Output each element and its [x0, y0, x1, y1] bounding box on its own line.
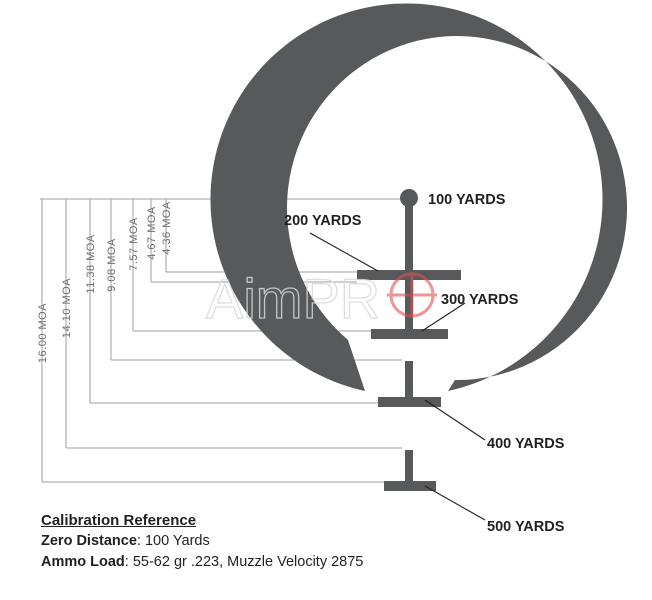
crossbar-400-yards: [378, 397, 441, 407]
moa-label-11-38: 11.38 MOA: [85, 234, 97, 293]
label-200-yards: 200 YARDS: [284, 213, 362, 229]
label-500-yards: 500 YARDS: [487, 519, 565, 535]
leader-300: [421, 302, 466, 332]
leader-200: [309, 232, 379, 272]
vertical-post: [405, 205, 413, 331]
ammo-load-value: : 55-62 gr .223, Muzzle Velocity 2875: [124, 554, 364, 570]
post-400-yards: [405, 361, 413, 401]
scope-ring: [210, 3, 628, 392]
zero-distance-value: : 100 Yards: [136, 533, 210, 549]
moa-label-14-10: 14.10 MOA: [61, 278, 73, 338]
label-300-yards: 300 YARDS: [441, 292, 519, 308]
zero-distance-label: Zero Distance: [41, 533, 137, 549]
label-100-yards: 100 YARDS: [428, 192, 506, 208]
moa-label-9-08: 9.08 MOA: [106, 238, 118, 292]
post-500-yards: [405, 450, 413, 484]
ammo-load-label: Ammo Load: [41, 554, 125, 570]
crossbar-300-yards: [371, 329, 448, 339]
crossbar-500-yards: [384, 481, 436, 491]
zero-distance-line: Zero Distance: 100 Yards: [41, 531, 363, 552]
moa-label-16-00: 16.00 MOA: [37, 303, 49, 363]
watermark: AimPR: [205, 266, 437, 331]
moa-label-7-57: 7.57 MOA: [128, 217, 140, 271]
leader-400: [424, 399, 486, 441]
aim-dot-100-yards: [400, 189, 418, 207]
ammo-load-line: Ammo Load: 55-62 gr .223, Muzzle Velocit…: [41, 552, 363, 573]
label-400-yards: 400 YARDS: [487, 436, 565, 452]
moa-label-4-36: 4.36 MOA: [161, 201, 173, 255]
caption-title: Calibration Reference: [41, 512, 197, 529]
watermark-text: AimPR: [206, 267, 380, 330]
moa-label-4-67: 4.67 MOA: [146, 206, 158, 260]
calibration-caption: Calibration Reference Zero Distance: 100…: [41, 510, 363, 573]
crosshair-icon: [387, 272, 437, 318]
reticle: [357, 189, 461, 491]
leader-500: [424, 485, 486, 521]
leader-lines: [309, 232, 486, 521]
